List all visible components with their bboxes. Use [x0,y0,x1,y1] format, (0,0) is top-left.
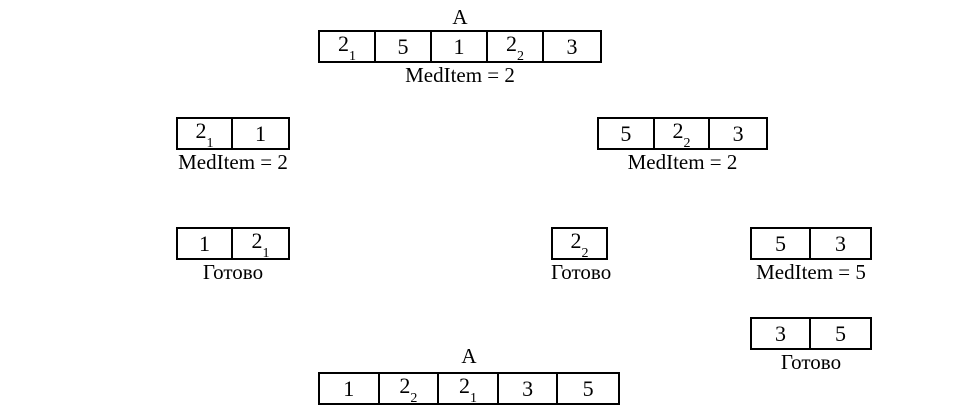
array-cell: 5 [599,119,655,148]
cell-value-subscript: 2 [683,136,691,152]
cell-value: 1 [453,33,465,59]
cell-value: 5 [582,375,594,401]
array-name-label: A [452,5,468,29]
array-cell: 3 [710,119,766,148]
array-cell: 21 [233,227,288,262]
array-cell: 1 [178,229,233,258]
cell-value: 5 [397,33,409,59]
cell-value-subscript: 1 [206,136,214,152]
array-cell: 1 [233,119,288,148]
array-cell: 22 [553,227,606,262]
array-cell: 5 [811,319,870,348]
cell-value: 3 [566,33,578,59]
array-cell: 5 [376,32,432,61]
cell-value: 1 [199,230,210,256]
array-cell: 22 [379,372,440,407]
cell-value: 22 [672,117,691,152]
array-box: 22 [551,227,608,262]
array-cell: 3 [752,319,811,348]
array-caption: MedItem = 2 [405,63,515,87]
cell-value: 5 [835,320,846,346]
cell-value: 5 [775,230,786,256]
array-cell: 21 [178,117,233,152]
array-cell: 5 [752,229,811,258]
cell-value-subscript: 2 [517,49,524,65]
array-cell: 1 [320,374,380,403]
cell-value: 21 [251,227,270,262]
cell-value: 3 [732,120,744,146]
cell-value: 22 [570,227,589,262]
array-caption: Готово [780,350,842,374]
cell-value-subscript: 2 [581,246,589,262]
cell-value: 5 [620,120,632,146]
array-cell: 3 [811,229,870,258]
cell-value: 3 [522,375,534,401]
array-cell: 21 [439,372,499,407]
cell-value: 21 [338,30,356,65]
array-cell: 1 [432,32,488,61]
array-cell: 21 [320,30,376,65]
array-cell: 5 [558,374,618,403]
array-caption: MedItem = 5 [756,260,866,284]
array-cell: 22 [488,30,544,65]
cell-value: 21 [458,372,477,407]
cell-value-subscript: 1 [349,49,356,65]
cell-value: 3 [775,320,786,346]
cell-value: 22 [506,30,524,65]
array-box: 5 22 3 [597,117,768,152]
array-cell: 3 [498,374,559,403]
array-name-label: A [461,344,477,368]
array-cell: 3 [544,32,600,61]
array-caption: Готово [202,260,264,284]
array-cell: 22 [654,117,711,152]
cell-value-subscript: 2 [410,391,418,407]
array-caption: MedItem = 2 [627,150,738,174]
cell-value-subscript: 1 [469,391,477,407]
cell-value-subscript: 1 [262,246,270,262]
array-caption: Готово [551,260,612,284]
array-caption: MedItem = 2 [178,150,288,174]
cell-value: 22 [399,372,418,407]
cell-value: 3 [835,230,846,256]
cell-value: 21 [195,117,214,152]
cell-value: 1 [255,120,266,146]
cell-value: 1 [343,375,355,401]
